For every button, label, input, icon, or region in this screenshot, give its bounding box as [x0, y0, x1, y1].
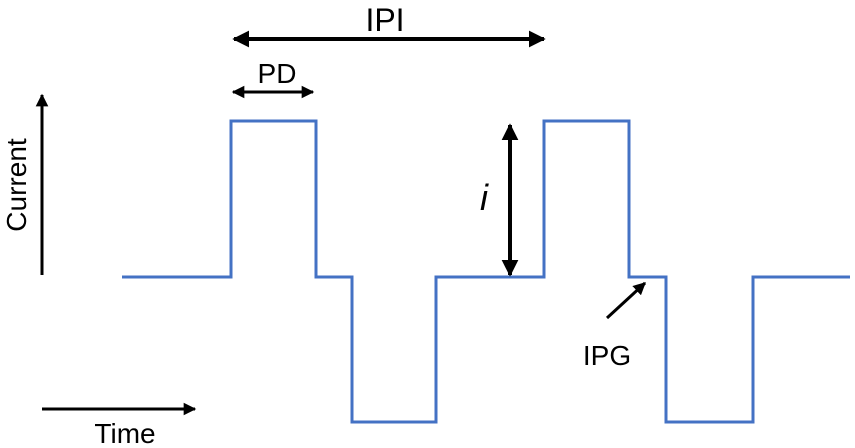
current-axis-label: Current: [1, 138, 32, 232]
pd-label: PD: [258, 58, 297, 89]
pulse-waveform: [122, 119, 850, 424]
amplitude-label: i: [480, 177, 489, 218]
time-axis-label: Time: [94, 418, 155, 448]
ipi-label: IPI: [365, 2, 404, 38]
ipg-pointer-arrow: [605, 281, 647, 320]
ipg-label: IPG: [583, 340, 631, 371]
